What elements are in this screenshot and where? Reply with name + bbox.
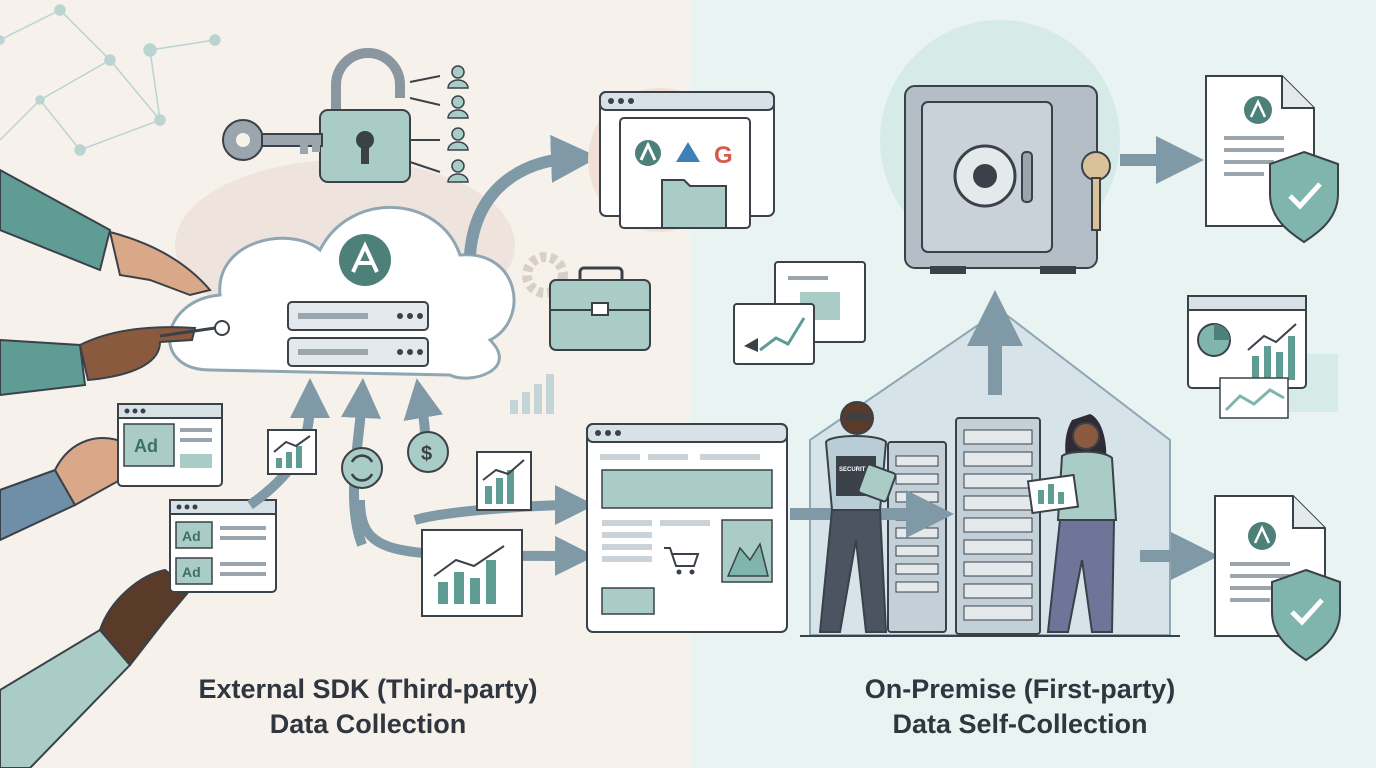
ad-label-2: Ad: [182, 528, 201, 544]
secure-document-bottom: [1214, 495, 1341, 662]
vault-safe-icon: [904, 85, 1098, 274]
security-guard-figure: SECURITY: [818, 401, 897, 633]
secure-document-top: [1205, 75, 1339, 244]
megaphone-icon: [744, 338, 758, 352]
left-caption: External SDK (Third-party) Data Collecti…: [118, 672, 618, 742]
ad-label-3: Ad: [182, 564, 201, 580]
folder-icon: [661, 179, 727, 229]
left-caption-line-1: External SDK (Third-party): [198, 674, 538, 704]
trend-chart-small: [267, 429, 317, 475]
report-documents: [733, 261, 866, 365]
server-rack-main: [955, 417, 1041, 635]
arrow-cloud-to-browser: [464, 134, 599, 256]
ecommerce-browser-window: [586, 423, 788, 633]
trend-chart-large: [421, 529, 523, 617]
hand-top: [0, 168, 212, 297]
hand-bottom: [0, 568, 192, 768]
briefcase-icon: [549, 266, 651, 351]
key-icon: [222, 119, 323, 161]
ad-card-1: Ad: [117, 403, 223, 487]
sync-icon: [341, 447, 383, 489]
browser-window-logos: G: [588, 88, 775, 232]
shopping-cart-icon: [664, 547, 700, 567]
right-caption-line-2: Data Self-Collection: [892, 709, 1148, 739]
trend-chart-medium: [476, 451, 532, 511]
analyst-figure: [1026, 414, 1118, 633]
gear-icon: [522, 252, 568, 298]
google-logo-text: G: [714, 142, 733, 169]
dollar-coin-icon: $: [407, 431, 449, 473]
shield-check-icon: [1269, 150, 1339, 244]
right-caption-line-1: On-Premise (First-party): [864, 674, 1176, 704]
brand-logo-icon: [351, 241, 379, 273]
right-caption: On-Premise (First-party) Data Self-Colle…: [770, 672, 1270, 742]
ad-card-2: Ad Ad: [169, 499, 277, 593]
user-icons: [409, 65, 469, 183]
tablet-icon: [857, 463, 897, 503]
analytics-dashboard: [1187, 295, 1338, 419]
svg-text:$: $: [421, 443, 432, 465]
padlock-icon: [319, 48, 411, 183]
network-graph-decoration: [0, 4, 221, 156]
left-caption-line-2: Data Collection: [269, 709, 467, 739]
vault-key-icon: [1081, 151, 1111, 231]
ad-label-1: Ad: [134, 436, 158, 456]
server-rack-left: [887, 441, 947, 633]
mini-bar-chart-icon: [510, 374, 554, 414]
cloud-server: [168, 205, 516, 380]
hand-middle-pointing: [0, 320, 230, 397]
security-vest-label: SECURITY: [839, 467, 869, 473]
